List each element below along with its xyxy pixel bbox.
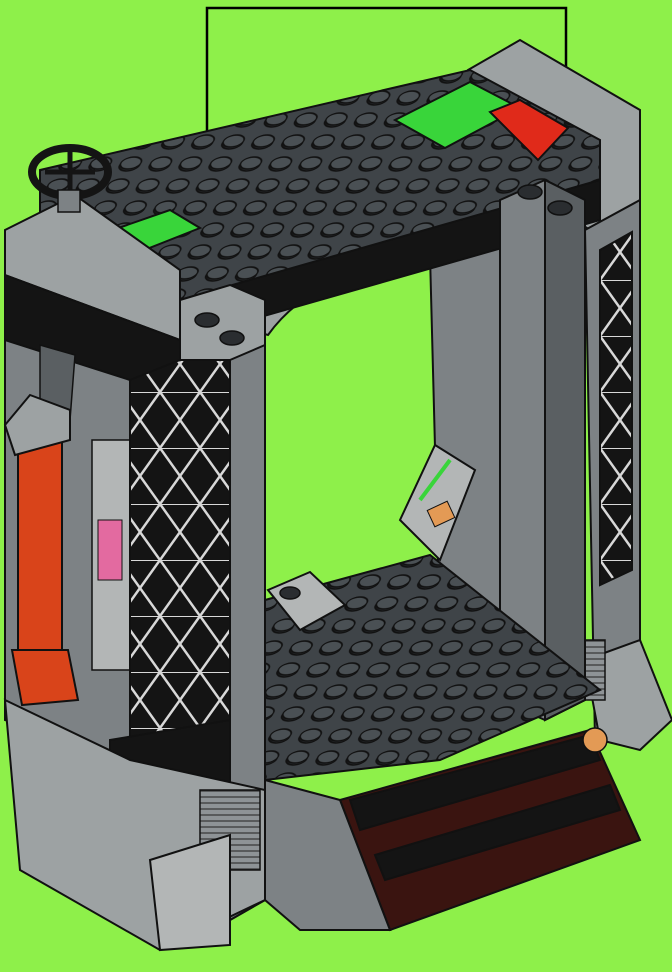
right-gate-column-side [545, 180, 585, 720]
left-lattice-pillar [130, 360, 230, 760]
right-lattice-pillar [600, 232, 632, 585]
decal-sticker [98, 520, 122, 580]
conveyor-knob-right [583, 728, 607, 752]
orange-column-base [12, 650, 78, 705]
left-orange-column [18, 440, 62, 675]
